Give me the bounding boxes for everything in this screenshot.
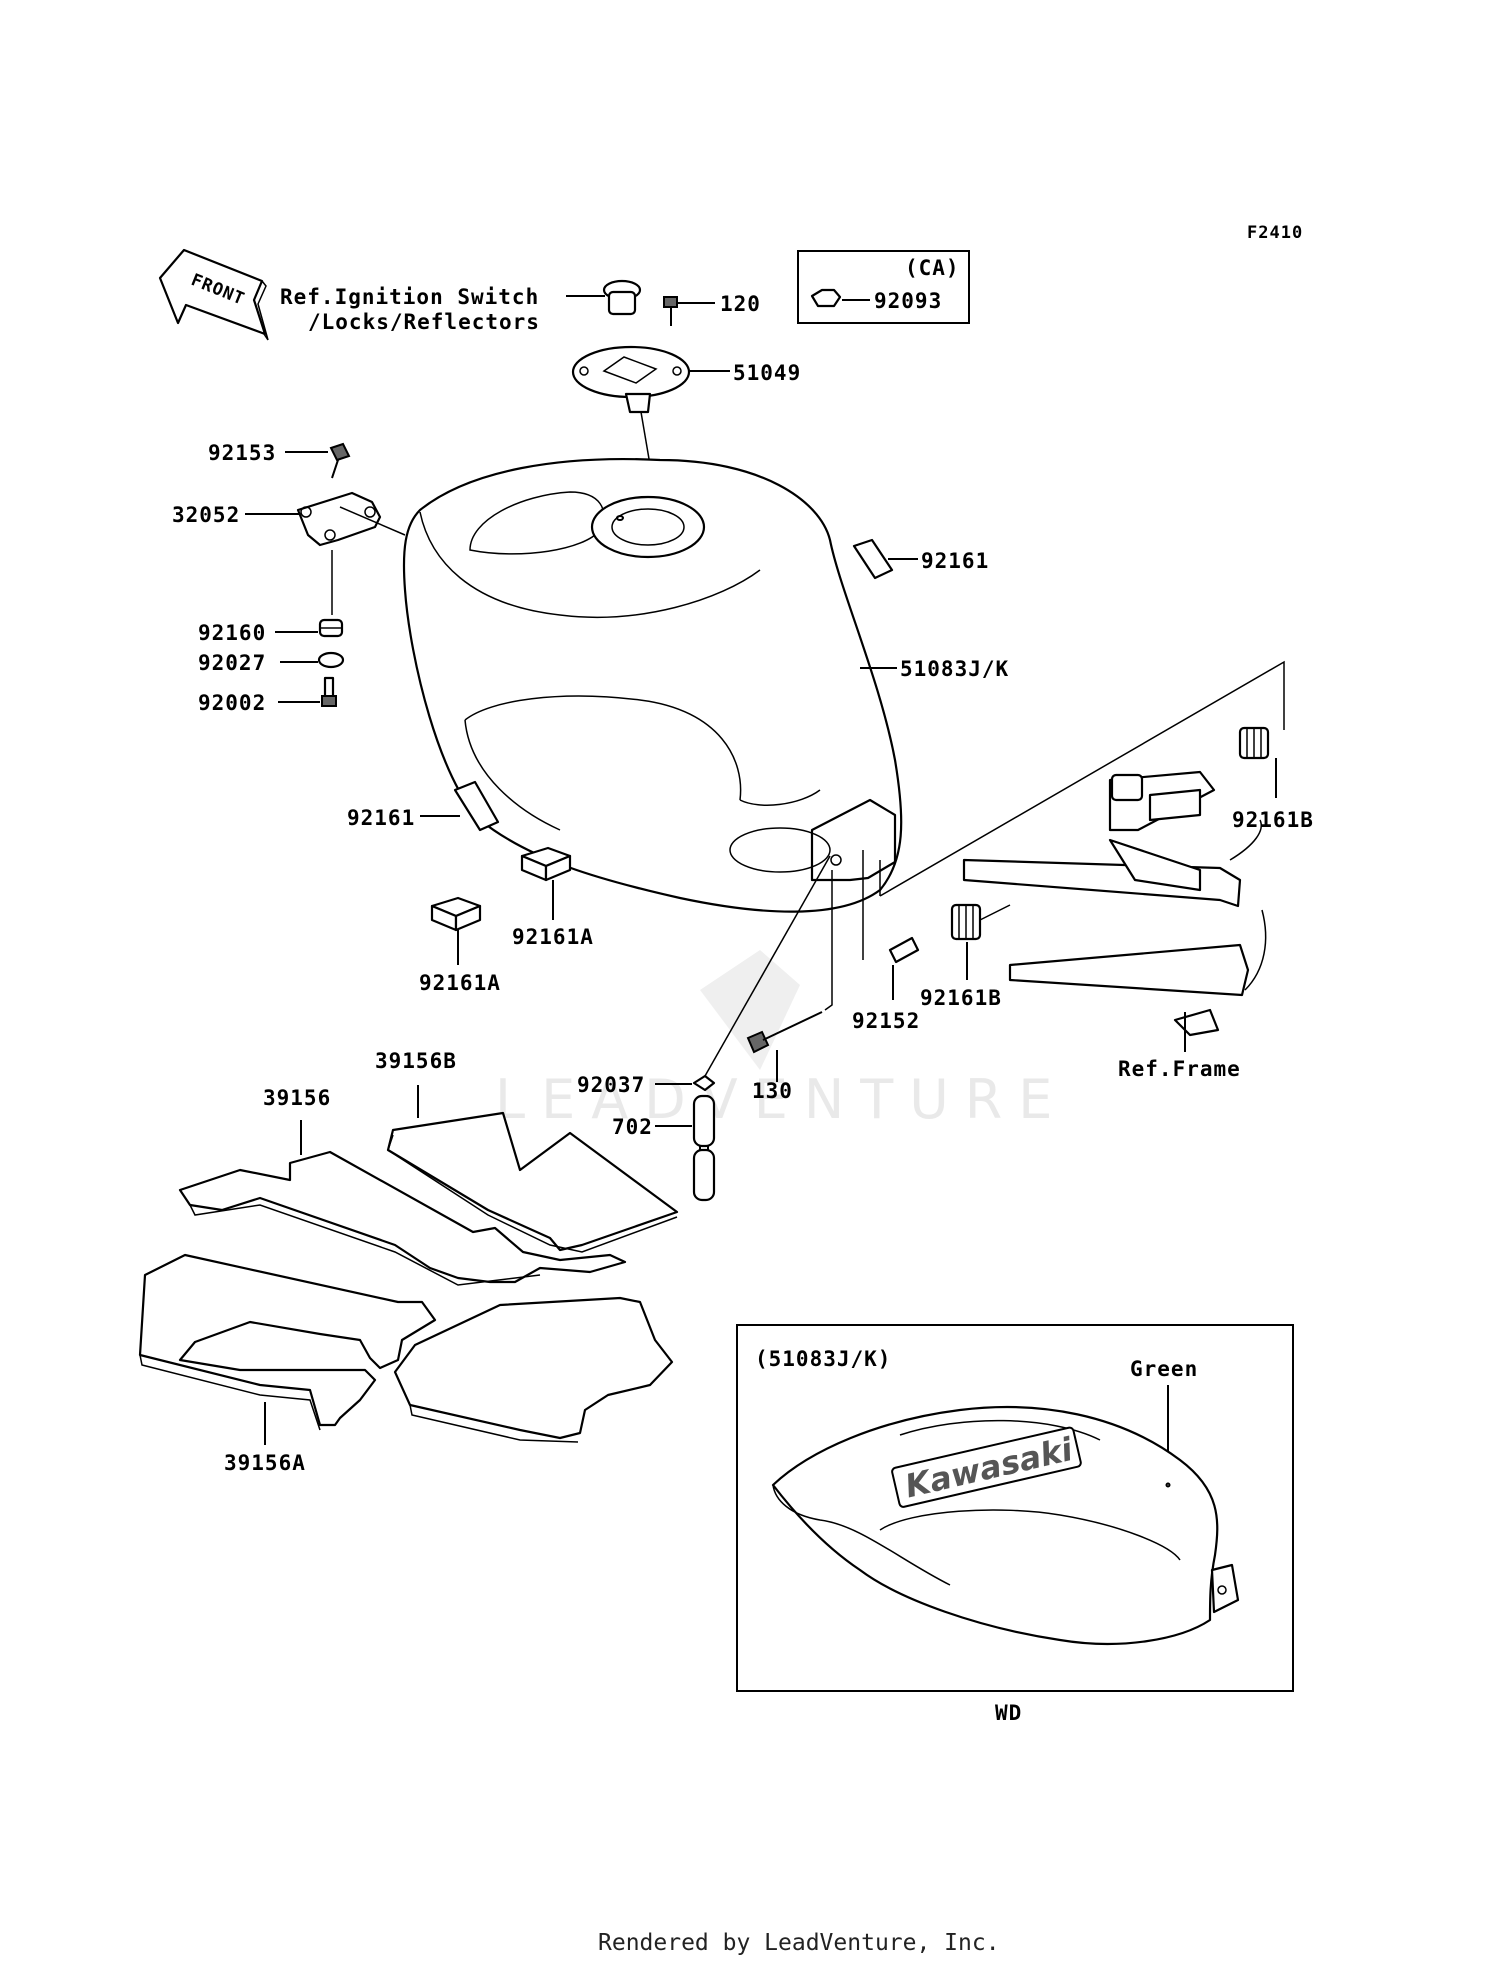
label-130: 130	[752, 1079, 793, 1103]
fuel-tank-body	[402, 457, 903, 913]
part-92160-grommet	[318, 618, 344, 638]
ref-ignition-line2: /Locks/Reflectors	[308, 310, 540, 334]
part-51049-fuel-cap	[571, 345, 730, 414]
part-92161A-right-pad	[520, 846, 572, 882]
inset-title: (51083J/K)	[755, 1347, 891, 1371]
label-92161A-right: 92161A	[512, 925, 594, 949]
ref-ignition-line1: Ref.Ignition Switch	[280, 285, 539, 309]
label-92153: 92153	[208, 441, 276, 465]
part-32052-bracket	[296, 491, 406, 547]
watermark: LEADVENTURE	[495, 950, 1068, 1131]
part-39156A-mat	[138, 1253, 674, 1443]
part-39156B-mat	[386, 1111, 679, 1253]
label-39156B: 39156B	[375, 1049, 457, 1073]
ca-box: (CA) 92093	[797, 250, 970, 324]
label-92002: 92002	[198, 691, 266, 715]
part-92152-collar	[862, 850, 920, 964]
diagram-code: F2410	[1247, 223, 1303, 243]
label-32052: 32052	[172, 503, 240, 527]
front-arrow-icon: FRONT	[158, 248, 269, 341]
label-92161-top: 92161	[921, 549, 989, 573]
label-92161-left: 92161	[347, 806, 415, 830]
part-92027-collar	[317, 651, 345, 669]
label-702: 702	[612, 1115, 653, 1139]
ignition-plug-part	[602, 279, 642, 316]
label-51049: 51049	[733, 361, 801, 385]
label-92152: 92152	[852, 1009, 920, 1033]
label-92037: 92037	[577, 1073, 645, 1097]
tank-rear-bracket	[729, 798, 897, 882]
watermark-text: LEADVENTURE	[495, 1068, 1068, 1131]
label-120: 120	[720, 292, 761, 316]
label-92027: 92027	[198, 651, 266, 675]
ca-part-92093: 92093	[874, 289, 942, 313]
ref-frame-label: Ref.Frame	[1118, 1057, 1241, 1081]
inset-color-label: Green	[1130, 1357, 1198, 1381]
part-92161-left-pad	[453, 780, 500, 832]
part-120-screw	[663, 296, 715, 326]
frame-reference	[879, 660, 1285, 1037]
label-92160: 92160	[198, 621, 266, 645]
part-702-hose	[692, 1094, 716, 1202]
inset-tank-outline	[771, 1405, 1219, 1645]
part-92161-top-pad	[852, 538, 894, 580]
label-51083: 51083J/K	[900, 657, 1009, 681]
ca-title: (CA)	[905, 256, 960, 280]
label-39156: 39156	[263, 1086, 331, 1110]
part-92161B-low-damper	[950, 903, 1011, 941]
part-92161A-left-pad	[430, 896, 482, 932]
part-39156-mat	[178, 1150, 627, 1286]
label-92161B-low: 92161B	[920, 986, 1002, 1010]
label-92161B-top: 92161B	[1232, 808, 1314, 832]
inset-box: (51083J/K) Green Kawasaki WD	[736, 1324, 1294, 1725]
part-92153-bolt	[329, 442, 351, 479]
footer-text: Rendered by LeadVenture, Inc.	[598, 1930, 1000, 1956]
inset-caption: WD	[995, 1701, 1022, 1725]
label-92161A-left: 92161A	[419, 971, 501, 995]
part-92002-bolt	[321, 676, 337, 707]
part-92037-clip	[692, 855, 831, 1092]
part-92161B-top-damper	[1238, 726, 1270, 760]
part-130-bolt	[746, 870, 833, 1054]
label-39156A: 39156A	[224, 1451, 306, 1475]
